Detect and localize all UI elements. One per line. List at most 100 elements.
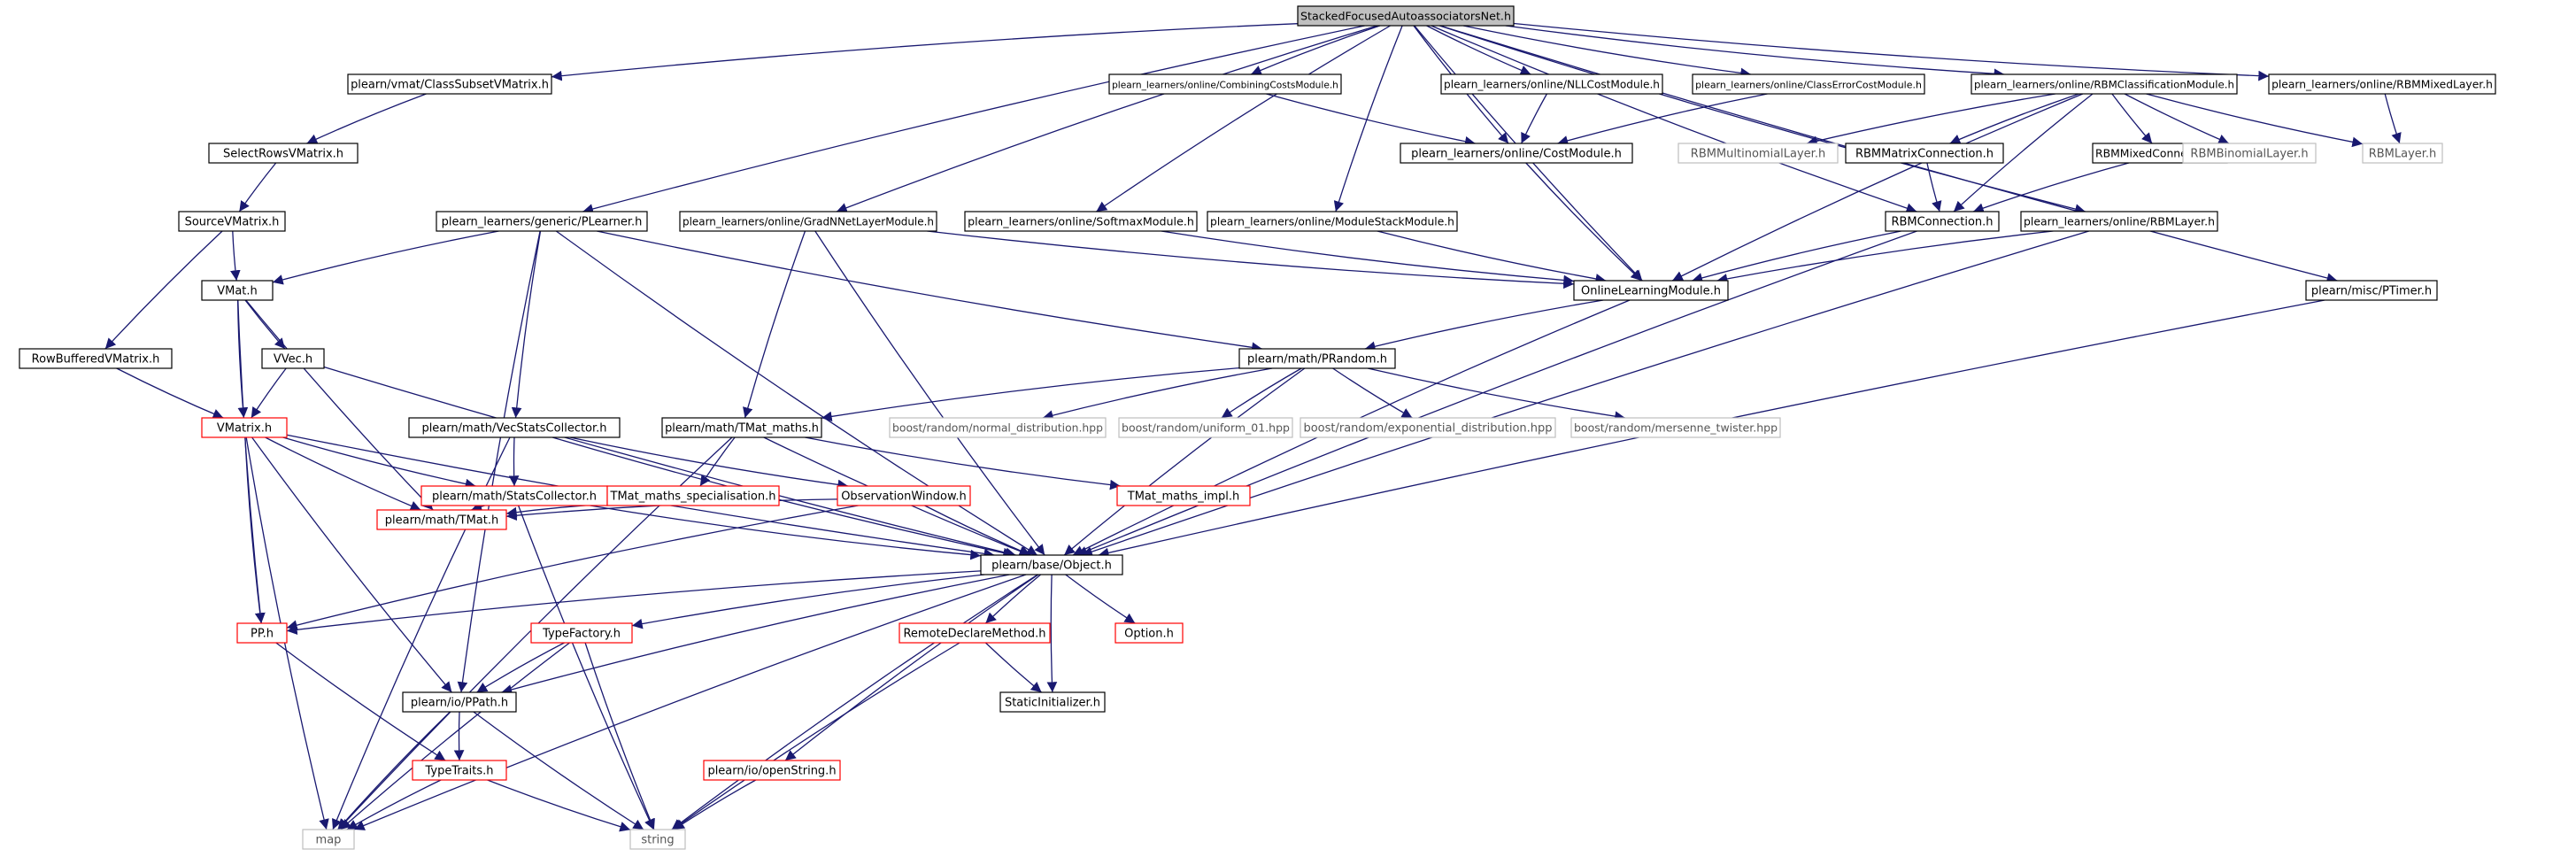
node-label: string (641, 834, 674, 847)
edge-rbmlayer-to-object (1081, 230, 2089, 557)
node-label: plearn_learners/generic/PLearner.h (442, 216, 643, 229)
node-rbmmixedlayer[interactable]: plearn_learners/online/RBMMixedLayer.h (2268, 73, 2496, 95)
node-rbmlayerg[interactable]: RBMLayer.h (2362, 143, 2443, 164)
node-label: plearn_learners/online/CostModule.h (1411, 148, 1622, 161)
node-sourcevm[interactable]: SourceVMatrix.h (178, 211, 286, 232)
node-label: ObservationWindow.h (841, 490, 967, 504)
edge-vvec-to-vmatrix (251, 367, 287, 419)
node-box (2305, 280, 2438, 301)
edge-vecstats-to-observation (569, 436, 849, 490)
node-mersenne[interactable]: boost/random/mersenne_twister.hpp (1570, 417, 1781, 438)
node-box (964, 211, 1198, 232)
node-exponential[interactable]: boost/random/exponential_distribution.hp… (1300, 417, 1556, 438)
edge-statscollector-to-tmat (471, 501, 485, 512)
edge-object-to-option (1065, 574, 1136, 624)
node-map[interactable]: map (302, 829, 355, 850)
edge-rbmclass-to-rbmmixedconn (2111, 93, 2153, 144)
node-prandom[interactable]: plearn/math/PRandom.h (1238, 348, 1396, 369)
node-rbmmatrixconn[interactable]: RBMMatrixConnection.h (1845, 143, 2004, 164)
edge-costmodule-to-onlinelearning (1525, 162, 1642, 282)
node-vmatrix[interactable]: VMatrix.h (201, 417, 288, 438)
edge-typetraits-to-string (487, 779, 631, 832)
node-label: OnlineLearningModule.h (1581, 285, 1721, 298)
node-normal[interactable]: boost/random/normal_distribution.hpp (889, 417, 1107, 438)
node-label: boost/random/exponential_distribution.hp… (1303, 422, 1552, 436)
edge-ppath-to-typetraits (453, 711, 465, 761)
node-box (178, 211, 286, 232)
node-vvec[interactable]: VVec.h (261, 348, 325, 369)
edge-plearner-to-vmat (272, 230, 499, 285)
node-root[interactable]: StackedFocusedAutoassociatorsNet.h (1297, 5, 1515, 27)
node-label: VVec.h (274, 353, 312, 367)
node-box (1114, 622, 1184, 644)
node-rbmmultinomial[interactable]: RBMMultinomialLayer.h (1677, 143, 1839, 164)
node-vecstats[interactable]: plearn/math/VecStatsCollector.h (408, 417, 621, 438)
node-classsubset[interactable]: plearn/vmat/ClassSubsetVMatrix.h (347, 73, 552, 95)
node-nllcost[interactable]: plearn_learners/online/NLLCostModule.h (1440, 73, 1663, 95)
node-gradnnet[interactable]: plearn_learners/online/GradNNetLayerModu… (679, 211, 937, 232)
node-statscollector[interactable]: plearn/math/StatsCollector.h (420, 485, 608, 506)
node-combining[interactable]: plearn_learners/online/CombiningCostsMod… (1108, 73, 1342, 95)
node-label: plearn_learners/online/NLLCostModule.h (1444, 79, 1660, 91)
node-tmatimpl[interactable]: TMat_maths_impl.h (1116, 485, 1251, 506)
node-ppath[interactable]: plearn/io/PPath.h (402, 691, 517, 713)
node-tmatspecial[interactable]: TMat_maths_specialisation.h (606, 485, 780, 506)
node-object[interactable]: plearn/base/Object.h (980, 554, 1123, 575)
node-label: plearn_learners/online/GradNNetLayerModu… (683, 216, 934, 228)
edge-root-to-rbmconn (1431, 25, 1917, 213)
node-box (19, 348, 173, 369)
node-box (1118, 417, 1293, 438)
node-uniform01[interactable]: boost/random/uniform_01.hpp (1118, 417, 1293, 438)
node-observation[interactable]: ObservationWindow.h (837, 485, 971, 506)
node-tmat[interactable]: plearn/math/TMat.h (376, 509, 507, 530)
node-rbmlayer[interactable]: plearn_learners/online/RBMLayer.h (2020, 211, 2218, 232)
node-box (999, 691, 1106, 713)
node-typetraits[interactable]: TypeTraits.h (412, 760, 507, 781)
node-plearner[interactable]: plearn_learners/generic/PLearner.h (436, 211, 648, 232)
node-typefactory[interactable]: TypeFactory.h (530, 622, 633, 644)
node-label: plearn/io/PPath.h (411, 697, 508, 710)
edge-tmatmaths-to-tmatimpl (805, 436, 1121, 490)
node-rowbuffered[interactable]: RowBufferedVMatrix.h (19, 348, 173, 369)
edge-vmat-to-tmat (245, 299, 434, 511)
edge-prandom-to-object (1063, 367, 1306, 556)
node-rbmconn[interactable]: RBMConnection.h (1885, 211, 2000, 232)
node-box (208, 143, 359, 164)
node-string[interactable]: string (629, 829, 686, 850)
edge-rbmmixedlayer-to-rbmlayerg (2384, 93, 2402, 144)
node-label: plearn/math/VecStatsCollector.h (421, 422, 606, 436)
node-onlinelearning[interactable]: OnlineLearningModule.h (1573, 280, 1729, 301)
node-modulestack[interactable]: plearn_learners/online/ModuleStackModule… (1207, 211, 1458, 232)
edge-rowbuffered-to-vmatrix (116, 367, 224, 419)
node-box (1570, 417, 1781, 438)
node-label: plearn_learners/online/ClassErrorCostMod… (1695, 80, 1922, 91)
node-box (201, 280, 274, 301)
node-box (1573, 280, 1729, 301)
node-openstring[interactable]: plearn/io/openString.h (703, 760, 841, 781)
node-selectrows[interactable]: SelectRowsVMatrix.h (208, 143, 359, 164)
node-box (661, 417, 822, 438)
node-box (376, 509, 507, 530)
node-rbmbinomial[interactable]: RBMBinomialLayer.h (2182, 143, 2317, 164)
node-box (2362, 143, 2443, 164)
node-option[interactable]: Option.h (1114, 622, 1184, 644)
edge-statscollector-to-object (590, 505, 982, 560)
node-label: boost/random/uniform_01.hpp (1122, 421, 1290, 435)
node-rbmclass[interactable]: plearn_learners/online/RBMClassification… (1971, 73, 2238, 95)
node-vmat[interactable]: VMat.h (201, 280, 274, 301)
edge-observation-to-object (924, 505, 1031, 556)
node-softmax[interactable]: plearn_learners/online/SoftmaxModule.h (964, 211, 1198, 232)
edge-vmat-to-pp (237, 299, 266, 624)
node-box (402, 691, 517, 713)
node-box (201, 417, 288, 438)
node-tmatmaths[interactable]: plearn/math/TMat_maths.h (661, 417, 822, 438)
edge-gradnnet-to-tmatmaths (743, 230, 806, 419)
node-pp[interactable]: PP.h (236, 622, 288, 644)
node-staticinit[interactable]: StaticInitializer.h (999, 691, 1106, 713)
node-ptimer[interactable]: plearn/misc/PTimer.h (2305, 280, 2438, 301)
node-remotedeclare[interactable]: RemoteDeclareMethod.h (899, 622, 1051, 644)
node-costmodule[interactable]: plearn_learners/online/CostModule.h (1400, 143, 1633, 164)
node-label: plearn/math/TMat.h (385, 514, 499, 528)
node-classerror[interactable]: plearn_learners/online/ClassErrorCostMod… (1692, 73, 1925, 95)
